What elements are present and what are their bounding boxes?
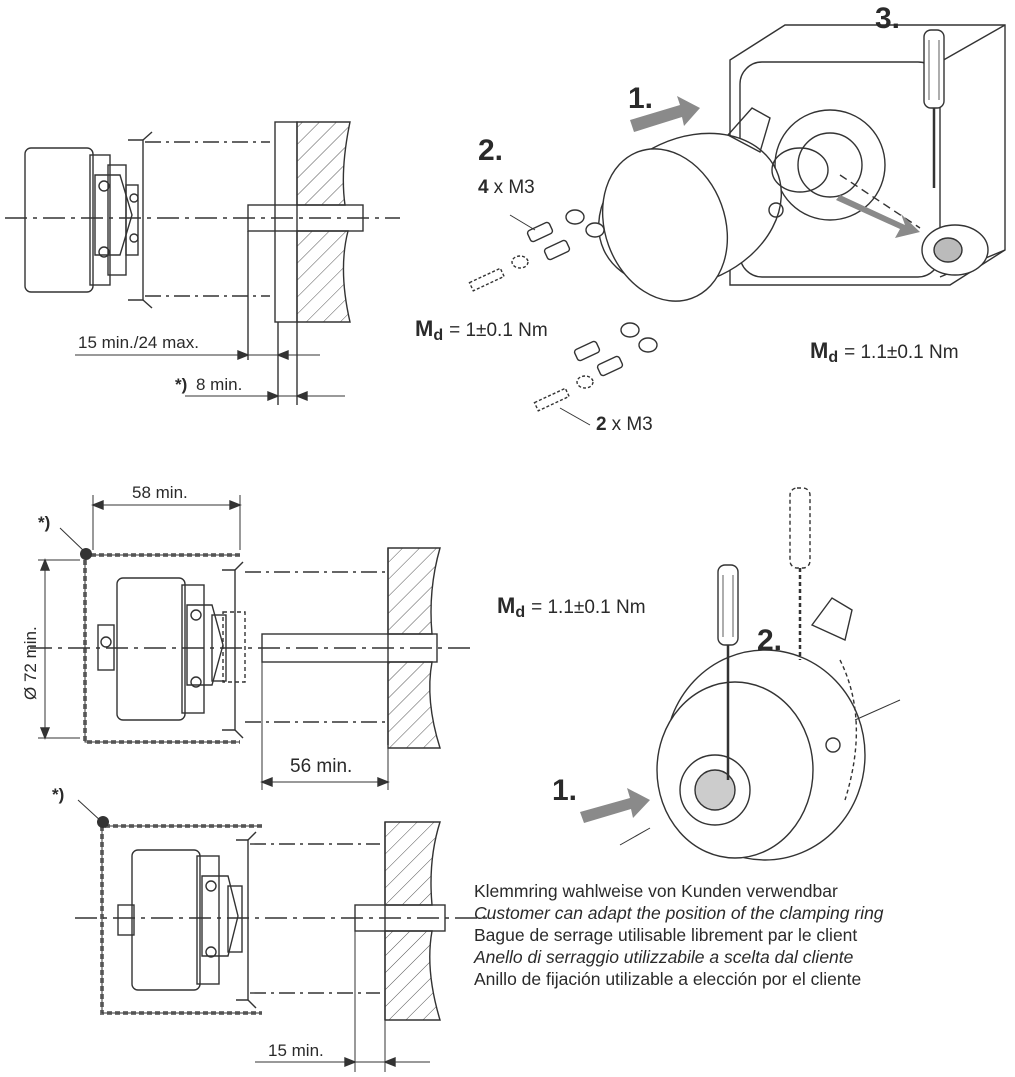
caption-en: Customer can adapt the position of the c… [474, 903, 884, 923]
step-3-label: 3. [875, 2, 900, 35]
svg-text:Md= 1.1±0.1 Nm: Md = 1.1±0.1 Nm [497, 593, 646, 621]
motor-shaft [247, 204, 364, 232]
encoder-cover [601, 148, 729, 302]
insert-arrow [580, 788, 650, 823]
wall-hatch-bottom [384, 930, 441, 1021]
ring-arrow [836, 195, 920, 238]
dim-shaft: 15 min. [268, 1041, 324, 1060]
caption-fr: Bague de serrage utilisable librement pa… [474, 925, 858, 945]
coupling-screw [768, 202, 784, 218]
screw [129, 193, 139, 203]
screw-count-top: 4 [478, 177, 489, 198]
torque-symbol: M [810, 338, 828, 363]
encoder-body [116, 577, 186, 721]
torque-sub: d [433, 327, 443, 344]
top-right-exploded-view [468, 24, 1006, 426]
dim-length: 58 min. [132, 483, 188, 502]
screw [129, 233, 139, 243]
encoder-body [131, 849, 201, 991]
screw [98, 246, 110, 258]
screwdriver-dashed [789, 487, 811, 569]
wall-hatch-bottom [387, 661, 441, 749]
screw-spec-top: x M3 [494, 177, 535, 198]
step-1-label: 1. [628, 82, 653, 115]
step-2-label: 2. [757, 624, 782, 657]
screw [98, 180, 110, 192]
caption-de: Klemmring wahlweise von Kunden verwendba… [474, 881, 838, 901]
note-marker: *) [38, 513, 50, 532]
stator-coupling [128, 139, 144, 301]
step-1-label: 1. [552, 774, 577, 807]
motor-flange [274, 121, 298, 323]
torque-sub: d [515, 604, 525, 621]
dim-shaft-range: 15 min./24 max. [78, 333, 199, 352]
screws-bottom [533, 322, 658, 426]
clamp-bracket [201, 875, 239, 957]
torque-symbol: M [415, 316, 433, 341]
encoder-flange [181, 584, 205, 714]
enclosure-outline [100, 824, 262, 1015]
wall-hatch-top [387, 547, 441, 635]
torque-value: = 1.1±0.1 Nm [531, 597, 645, 618]
stator-coupling-tab [810, 597, 853, 641]
middle-left-side-view [30, 495, 470, 790]
torque-ring: = 1.1±0.1 Nm [844, 342, 958, 363]
wall-hatch-bottom [296, 230, 351, 323]
encoder-body [24, 147, 94, 293]
bottom-right-mount-view [619, 487, 901, 861]
clamping-ring-caption: Klemmring wahlweise von Kunden verwendba… [474, 880, 1014, 990]
torque-screws: = 1±0.1 Nm [449, 320, 548, 341]
insert-arrow [630, 96, 700, 132]
svg-text:Md= 1.1±0.1 Nm: Md = 1.1±0.1 Nm [810, 338, 959, 366]
step-2-label: 2. [478, 134, 503, 167]
motor-shaft [261, 633, 438, 663]
dim-diameter: Ø 72 min. [21, 626, 40, 700]
note-marker: *) [52, 785, 64, 804]
note-marker-dot [97, 816, 109, 828]
clamp-plate [125, 184, 139, 256]
wall-hatch-top [296, 121, 351, 206]
shaft-end [771, 147, 829, 193]
caption-es: Anillo de fijación utilizable a elección… [474, 969, 862, 989]
motor-bore [774, 109, 886, 221]
torque-sub: d [828, 349, 838, 366]
wall-hatch-top [384, 821, 441, 906]
encoder-flange [196, 855, 220, 985]
rear-cap [117, 904, 135, 936]
clamp-bracket [186, 604, 224, 686]
dim-shaft: 56 min. [290, 756, 352, 777]
screwdriver [717, 564, 739, 646]
screw-spec-bottom: x M3 [612, 414, 653, 435]
encoder-flange [89, 154, 111, 286]
note-marker: *) [175, 375, 187, 394]
bottom-left-side-view [75, 799, 495, 1072]
torque-symbol: M [497, 593, 515, 618]
top-left-side-view [5, 121, 400, 405]
note-marker-dot [80, 548, 92, 560]
screws-top [468, 209, 605, 292]
clamping-ring-dashed [222, 611, 246, 683]
dim-min: 8 min. [196, 375, 242, 394]
screw-count-bottom: 2 [596, 414, 607, 435]
svg-text:Md= 1±0.1 Nm: Md = 1±0.1 Nm [415, 316, 548, 344]
screwdriver [923, 29, 945, 109]
svg-text:4x M3: 4x M3 [478, 177, 535, 198]
svg-text:2x M3: 2x M3 [596, 414, 653, 435]
stator-coupling-tab [726, 107, 771, 154]
caption-it: Anello di serraggio utilizzabile a scelt… [474, 947, 854, 967]
